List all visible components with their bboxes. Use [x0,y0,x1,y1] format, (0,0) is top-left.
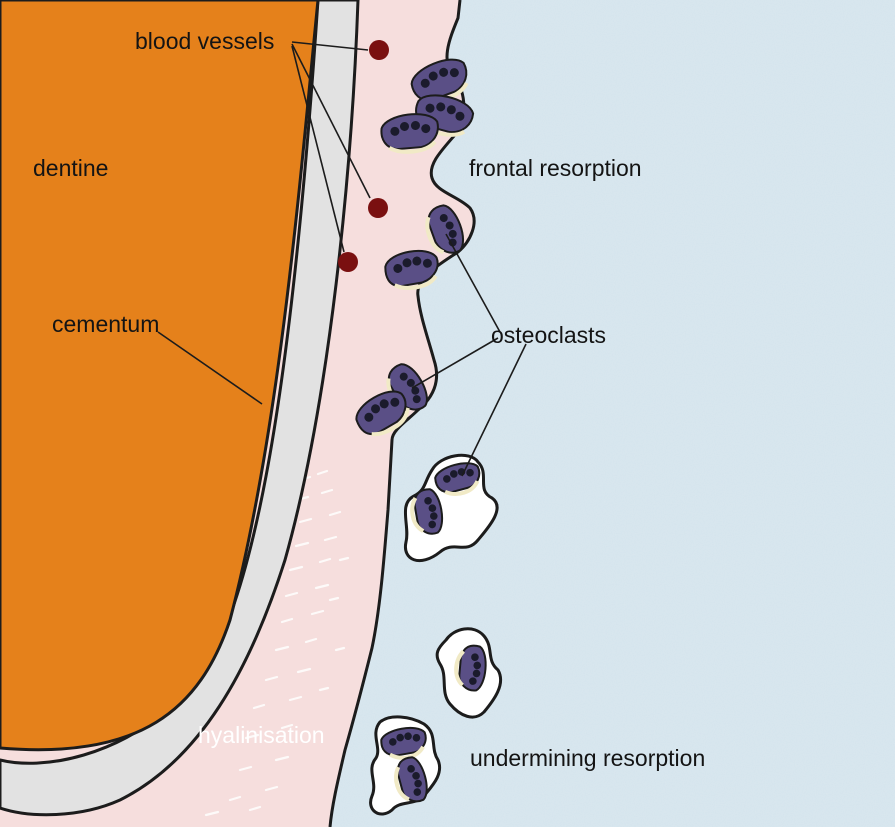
label-blood-vessels: blood vessels [135,30,274,53]
blood-vessel [338,252,358,272]
label-dentine: dentine [33,157,108,180]
label-hyalinisation: hyalinisation [198,724,325,747]
label-osteoclasts: osteoclasts [491,324,606,347]
blood-vessel [369,40,389,60]
label-frontal-resorption: frontal resorption [469,157,642,180]
blood-vessel [368,198,388,218]
label-cementum: cementum [52,313,159,336]
label-undermining-resorption: undermining resorption [470,747,705,770]
